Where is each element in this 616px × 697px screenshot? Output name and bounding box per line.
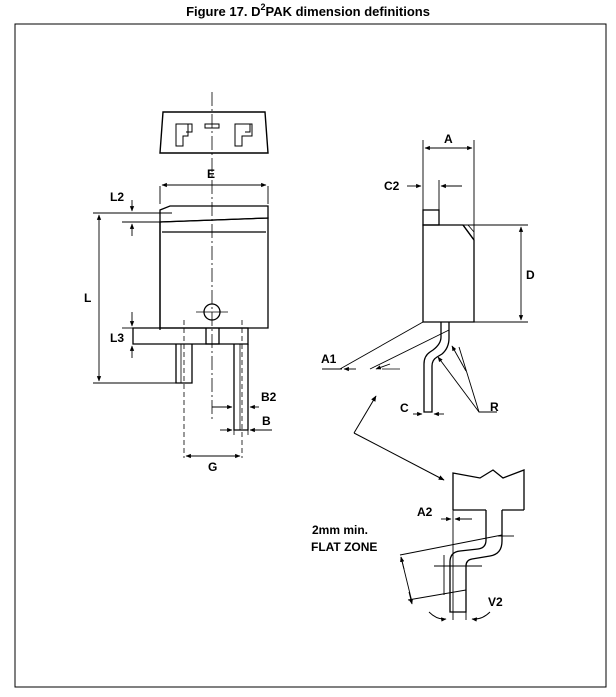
label-G: G bbox=[208, 460, 217, 474]
dim-E bbox=[159, 182, 269, 204]
label-V2: V2 bbox=[488, 595, 503, 609]
dim-D bbox=[463, 224, 528, 323]
label-L2: L2 bbox=[110, 190, 124, 204]
figure-frame bbox=[14, 23, 607, 688]
label-B2: B2 bbox=[261, 390, 277, 404]
dim-L3 bbox=[122, 312, 135, 358]
side-view-body bbox=[422, 209, 475, 413]
dim-A bbox=[422, 140, 475, 240]
label-C2: C2 bbox=[384, 179, 400, 193]
flat-zone-line2: FLAT ZONE bbox=[311, 540, 377, 554]
label-E: E bbox=[207, 167, 215, 181]
label-A2: A2 bbox=[417, 505, 433, 519]
top-view bbox=[159, 111, 269, 154]
dim-R bbox=[437, 345, 497, 413]
front-dashed-extension-lines bbox=[183, 320, 249, 458]
front-view-body bbox=[132, 205, 269, 431]
figure-title-suffix: PAK dimension definitions bbox=[265, 4, 430, 19]
label-B: B bbox=[262, 414, 271, 428]
dim-L bbox=[93, 214, 176, 384]
dim-V2 bbox=[428, 611, 491, 622]
detail-reference-lines bbox=[399, 505, 514, 620]
label-C: C bbox=[400, 401, 409, 415]
detail-view bbox=[449, 469, 525, 613]
dim-L2 bbox=[93, 200, 172, 236]
label-A1: A1 bbox=[321, 352, 337, 366]
dim-flat-zone bbox=[400, 556, 413, 605]
dim-C2 bbox=[407, 180, 462, 210]
label-A: A bbox=[444, 132, 453, 146]
detail-pointer bbox=[353, 395, 445, 481]
label-L3: L3 bbox=[110, 331, 124, 345]
label-D: D bbox=[526, 268, 535, 282]
label-L: L bbox=[84, 291, 91, 305]
figure-title-prefix: Figure 17. D bbox=[186, 4, 261, 19]
label-R: R bbox=[490, 400, 499, 414]
figure-title-superscript: 2 bbox=[260, 2, 266, 12]
flat-zone-line1: 2mm min. bbox=[312, 523, 368, 537]
figure-title: Figure 17. D2PAK dimension definitions bbox=[0, 2, 616, 19]
dim-A1 bbox=[322, 321, 450, 372]
